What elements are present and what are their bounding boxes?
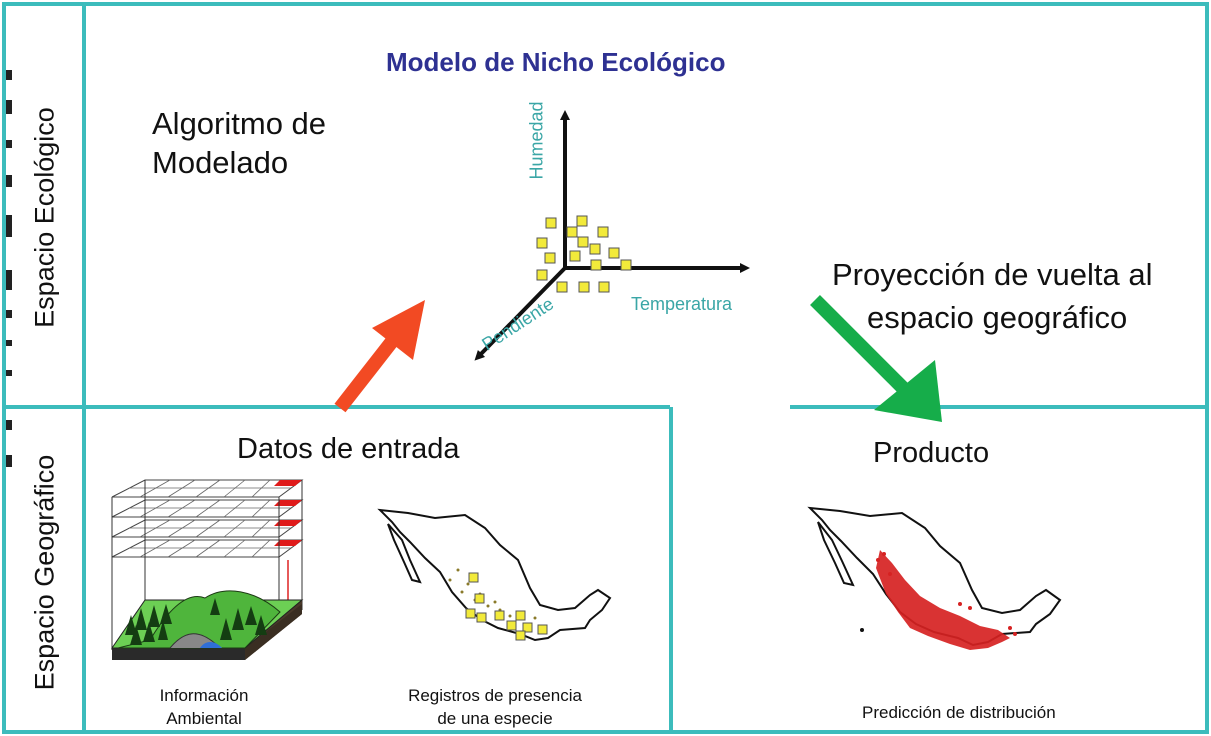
niche-point (536, 269, 548, 281)
layer-grid (111, 479, 304, 558)
environment-layers (111, 479, 304, 660)
niche-points (536, 215, 632, 293)
side-label-geographic: Espacio Geográfico (29, 454, 60, 691)
algorithm-label-line2: Modelado (152, 145, 289, 180)
niche-point (556, 281, 568, 293)
projection-label-line2: espacio geográfico (867, 300, 1128, 335)
model-title: Modelo de Nicho Ecológico (386, 47, 726, 77)
product-title: Producto (873, 437, 990, 469)
niche-point (598, 281, 610, 293)
axis-label-humidity: Humedad (526, 101, 547, 180)
record-point (468, 572, 479, 583)
niche-point (569, 250, 581, 262)
algorithm-label-line1: Algoritmo de (152, 106, 327, 141)
projection-label-line1: Proyección de vuelta al (832, 257, 1153, 292)
side-label-ecological: Espacio Ecológico (29, 107, 60, 328)
niche-point (590, 259, 602, 271)
record-point (522, 622, 533, 633)
niche-point (545, 217, 557, 229)
records-map (377, 508, 612, 642)
edge-marks (6, 70, 12, 467)
axis-label-temperature: Temperatura (631, 294, 733, 314)
niche-point (544, 252, 556, 264)
record-point (474, 593, 485, 604)
prediction-map (807, 506, 1062, 650)
record-point (515, 610, 526, 621)
predicted-range (876, 550, 1010, 650)
product-caption: Predicción de distribución (862, 703, 1056, 722)
niche-point (589, 243, 601, 255)
green-arrow (810, 295, 942, 422)
record-point (465, 608, 476, 619)
niche-point (608, 247, 620, 259)
env-caption-line1: Información (159, 686, 249, 705)
record-point (476, 612, 487, 623)
record-point (515, 630, 526, 641)
niche-point (577, 236, 589, 248)
niche-point (578, 281, 590, 293)
record-point (506, 620, 517, 631)
niche-point (620, 259, 632, 271)
niche-point (566, 226, 578, 238)
records-caption-line1: Registros de presencia (408, 686, 582, 705)
records-caption-line2: de una especie (437, 709, 553, 728)
record-point (494, 610, 505, 621)
niche-point (536, 237, 548, 249)
mexico-outline-prediction (807, 506, 1062, 647)
mexico-outline (377, 508, 612, 642)
input-title: Datos de entrada (237, 433, 460, 465)
record-point (537, 624, 548, 635)
niche-point (597, 226, 609, 238)
red-arrow (334, 300, 425, 413)
niche-point (576, 215, 588, 227)
env-caption-line2: Ambiental (166, 709, 242, 728)
